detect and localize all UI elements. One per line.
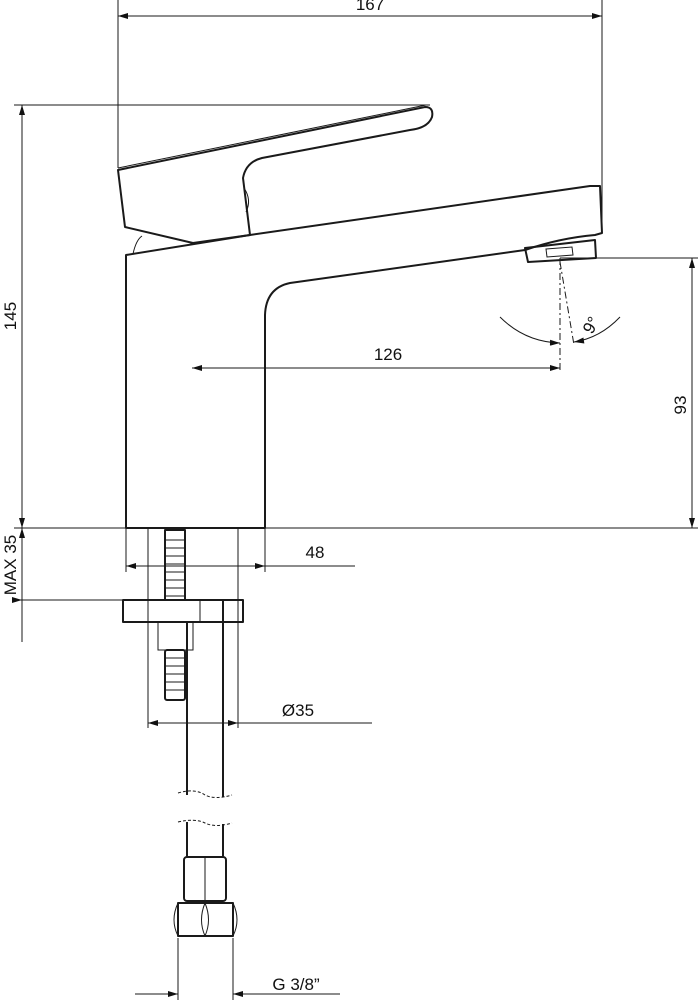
dimension-label-145: 145: [1, 302, 20, 330]
mounting-hardware: [122, 528, 244, 728]
dimension-label-167: 167: [356, 0, 384, 14]
dimension-hole-diameter: Ø35: [148, 701, 372, 726]
dimension-label-93: 93: [671, 396, 690, 415]
dimension-label-diameter-35: Ø35: [282, 701, 314, 720]
dimension-spout-reach: 126: [192, 258, 561, 372]
dimension-overall-height: 145: [1, 104, 698, 529]
dimension-overall-length: 167: [117, 0, 603, 233]
dimension-body-width: 48: [125, 528, 355, 572]
dimension-label-48: 48: [306, 543, 325, 562]
supply-hose: [173, 600, 238, 937]
faucet-handle: [117, 104, 434, 244]
dimension-label-max-35: MAX 35: [1, 535, 20, 595]
dimension-spout-height: 93: [560, 257, 698, 528]
faucet-body: [125, 185, 603, 529]
dimension-label-g-3-8: G 3/8”: [272, 975, 320, 994]
dimension-label-126: 126: [374, 345, 402, 364]
dimension-connection-thread: G 3/8”: [135, 938, 340, 1000]
dimension-max-counter-thickness: MAX 35: [1, 528, 125, 642]
